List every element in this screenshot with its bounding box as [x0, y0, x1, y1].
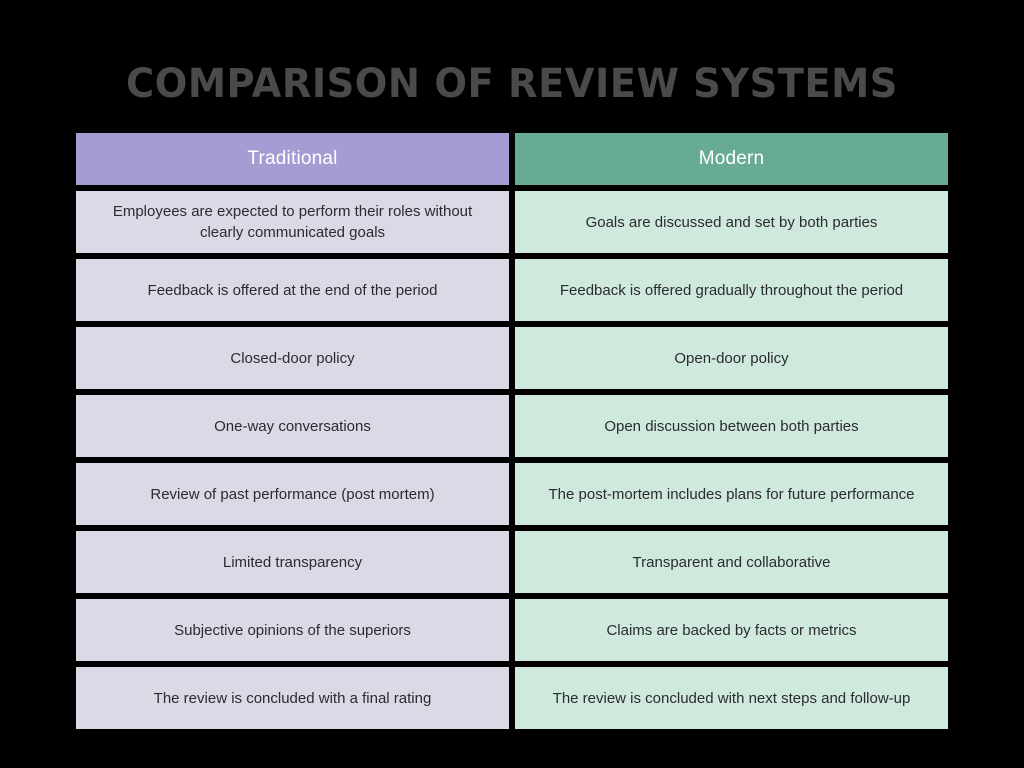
cell-text: The post-mortem includes plans for futur…: [548, 485, 915, 503]
table-row: Review of past performance (post mortem)…: [76, 463, 948, 525]
cell-text: Feedback is offered at the end of the pe…: [147, 281, 438, 299]
cell-traditional: Limited transparency: [76, 531, 509, 593]
cell-traditional: Subjective opinions of the superiors: [76, 599, 509, 661]
cell-modern: The review is concluded with next steps …: [515, 667, 948, 729]
cell-modern: Transparent and collaborative: [515, 531, 948, 593]
table-row: One-way conversations Open discussion be…: [76, 395, 948, 457]
table-header-row: Traditional Modern: [76, 133, 948, 185]
table-row: Subjective opinions of the superiors Cla…: [76, 599, 948, 661]
cell-traditional: The review is concluded with a final rat…: [76, 667, 509, 729]
cell-text: Claims are backed by facts or metrics: [606, 621, 857, 639]
cell-traditional: Review of past performance (post mortem): [76, 463, 509, 525]
cell-modern: Open discussion between both parties: [515, 395, 948, 457]
cell-traditional: Closed-door policy: [76, 327, 509, 389]
column-header-modern-label: Modern: [698, 148, 765, 169]
cell-text: One-way conversations: [214, 417, 371, 435]
cell-modern: The post-mortem includes plans for futur…: [515, 463, 948, 525]
table-row: The review is concluded with a final rat…: [76, 667, 948, 729]
page-title: Comparison of Review Systems: [126, 61, 898, 107]
table-row: Employees are expected to perform their …: [76, 191, 948, 253]
cell-text: Employees are expected to perform their …: [112, 203, 473, 241]
cell-traditional: One-way conversations: [76, 395, 509, 457]
cell-text: Transparent and collaborative: [632, 553, 831, 571]
table-row: Feedback is offered at the end of the pe…: [76, 259, 948, 321]
cell-text: Goals are discussed and set by both part…: [585, 213, 878, 231]
cell-text: Closed-door policy: [230, 349, 355, 367]
column-header-traditional-label: Traditional: [247, 148, 338, 169]
cell-traditional: Employees are expected to perform their …: [76, 191, 509, 253]
column-header-traditional: Traditional: [76, 133, 509, 185]
cell-text: Feedback is offered gradually throughout…: [559, 281, 904, 299]
cell-text: Open-door policy: [674, 349, 789, 367]
table-row: Limited transparency Transparent and col…: [76, 531, 948, 593]
cell-text: The review is concluded with next steps …: [552, 689, 911, 707]
cell-text: Limited transparency: [222, 553, 363, 571]
cell-modern: Claims are backed by facts or metrics: [515, 599, 948, 661]
comparison-table: Traditional Modern Employees are expecte…: [76, 133, 948, 729]
cell-modern: Goals are discussed and set by both part…: [515, 191, 948, 253]
cell-modern: Feedback is offered gradually throughout…: [515, 259, 948, 321]
column-header-modern: Modern: [515, 133, 948, 185]
cell-text: Open discussion between both parties: [604, 417, 859, 435]
table-row: Closed-door policy Open-door policy: [76, 327, 948, 389]
cell-text: Review of past performance (post mortem): [150, 485, 435, 503]
cell-modern: Open-door policy: [515, 327, 948, 389]
cell-traditional: Feedback is offered at the end of the pe…: [76, 259, 509, 321]
cell-text: Subjective opinions of the superiors: [174, 621, 411, 639]
cell-text: The review is concluded with a final rat…: [153, 689, 432, 707]
